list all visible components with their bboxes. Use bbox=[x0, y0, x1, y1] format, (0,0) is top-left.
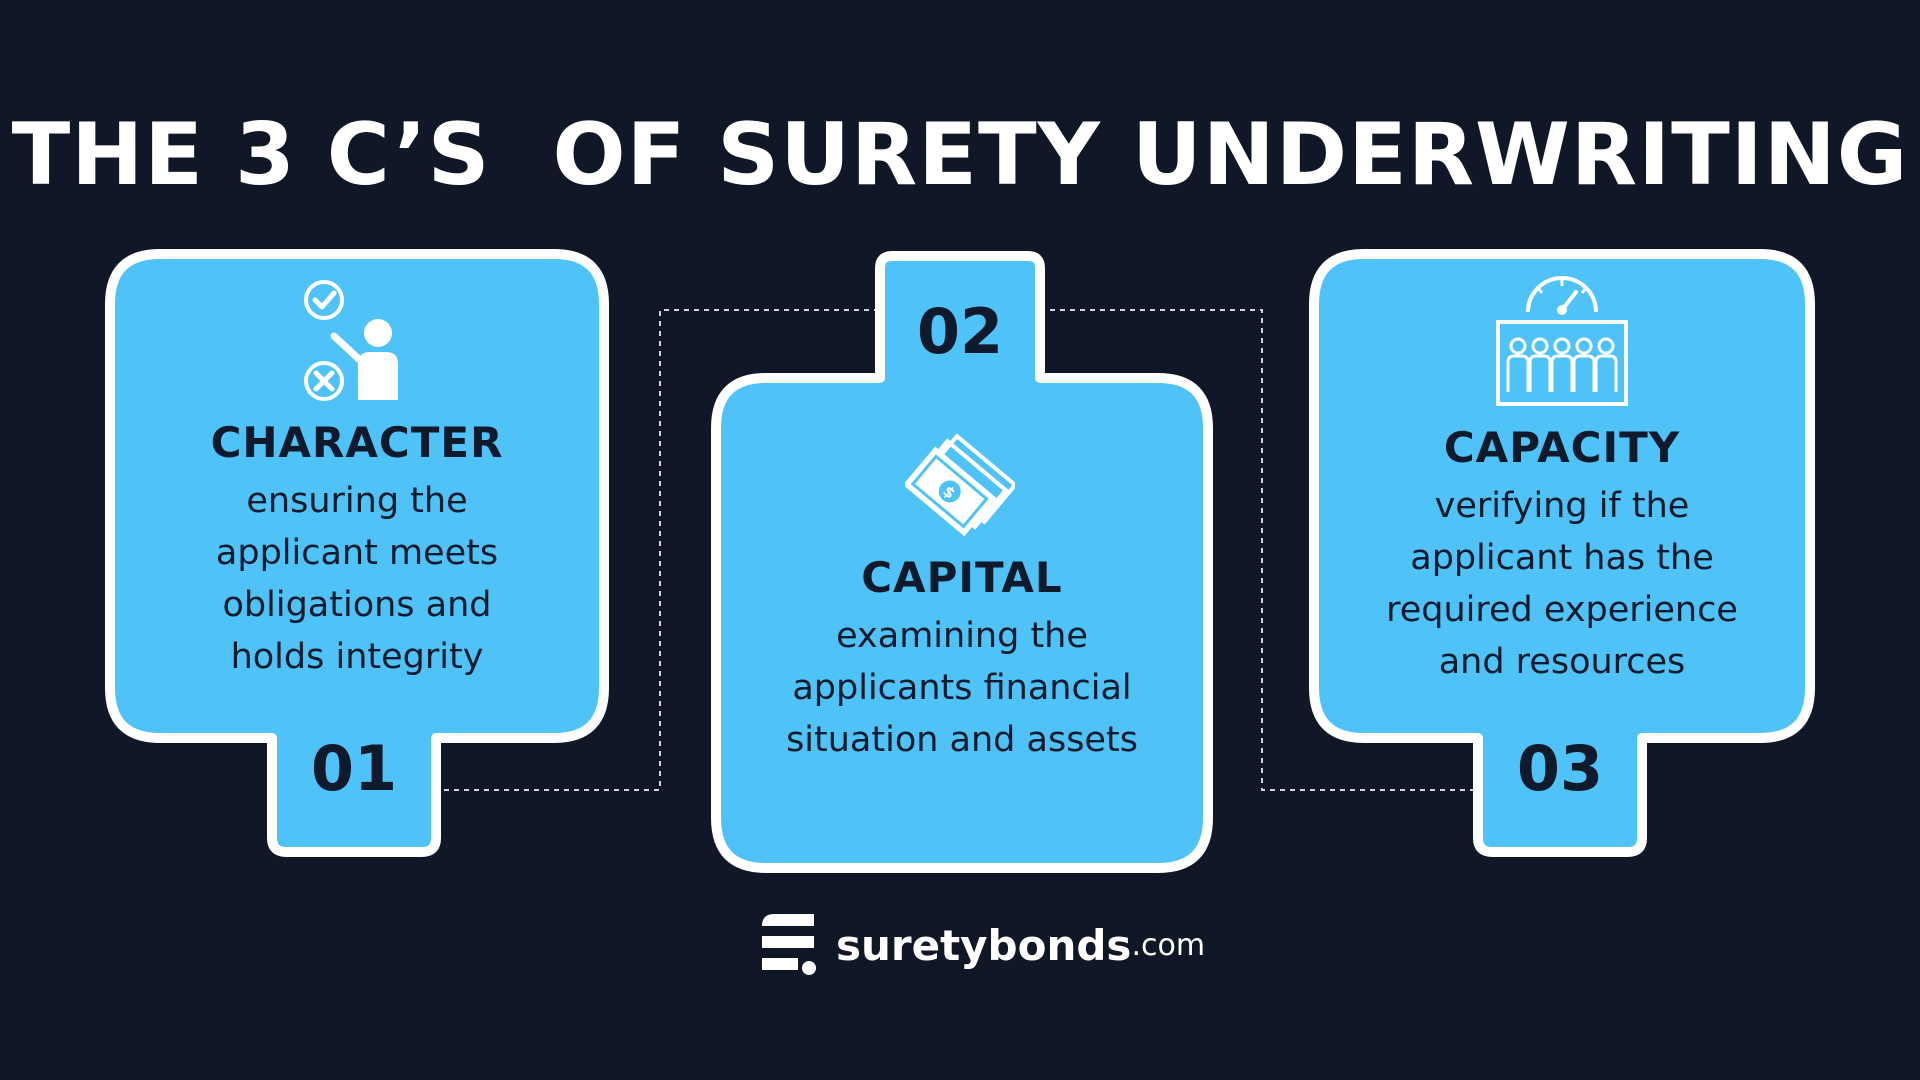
card-character-shape bbox=[105, 249, 609, 857]
card-desc-line: applicant meets bbox=[215, 533, 499, 573]
card-desc-line: verifying if the bbox=[1434, 486, 1690, 526]
card-desc-line: and resources bbox=[1438, 642, 1686, 682]
card-desc-line: situation and assets bbox=[786, 720, 1138, 760]
card-character-text: CHARACTER ensuring the applicant meets o… bbox=[120, 418, 594, 683]
card-heading-capital: CAPITAL bbox=[861, 553, 1063, 602]
card-number-01: 01 bbox=[310, 732, 398, 805]
card-desc-line: examining the bbox=[836, 616, 1088, 656]
brand-logo: suretybonds.com bbox=[760, 910, 1205, 980]
card-desc-line: ensuring the bbox=[246, 481, 468, 521]
connector-02-03 bbox=[1040, 309, 1478, 791]
card-desc-line: applicant has the bbox=[1410, 538, 1714, 578]
page-title: THE 3 C’S OF SURETY UNDERWRITING bbox=[11, 105, 1909, 205]
card-capital-shape bbox=[711, 251, 1213, 873]
team-gauge-icon bbox=[1496, 276, 1628, 406]
card-desc-line: required experience bbox=[1386, 590, 1738, 630]
logo-tld: .com bbox=[1131, 927, 1206, 963]
card-desc-line: holds integrity bbox=[230, 637, 484, 677]
card-number-02: 02 bbox=[916, 295, 1004, 368]
card-capacity-shape bbox=[1309, 249, 1815, 857]
card-capacity-text: CAPACITY verifying if the applicant has … bbox=[1324, 423, 1800, 688]
card-capital-text: CAPITAL examining the applicants financi… bbox=[726, 553, 1198, 766]
card-desc-line: obligations and bbox=[222, 585, 492, 625]
suretybonds-logo-icon bbox=[762, 914, 816, 975]
card-heading-capacity: CAPACITY bbox=[1443, 423, 1681, 472]
person-check-cross-icon bbox=[304, 280, 398, 401]
logo-wordmark: suretybonds bbox=[836, 920, 1132, 970]
card-heading-character: CHARACTER bbox=[210, 418, 504, 467]
card-desc-line: applicants financial bbox=[792, 668, 1132, 708]
money-bills-icon: $ bbox=[905, 433, 1015, 537]
card-number-03: 03 bbox=[1516, 732, 1604, 805]
